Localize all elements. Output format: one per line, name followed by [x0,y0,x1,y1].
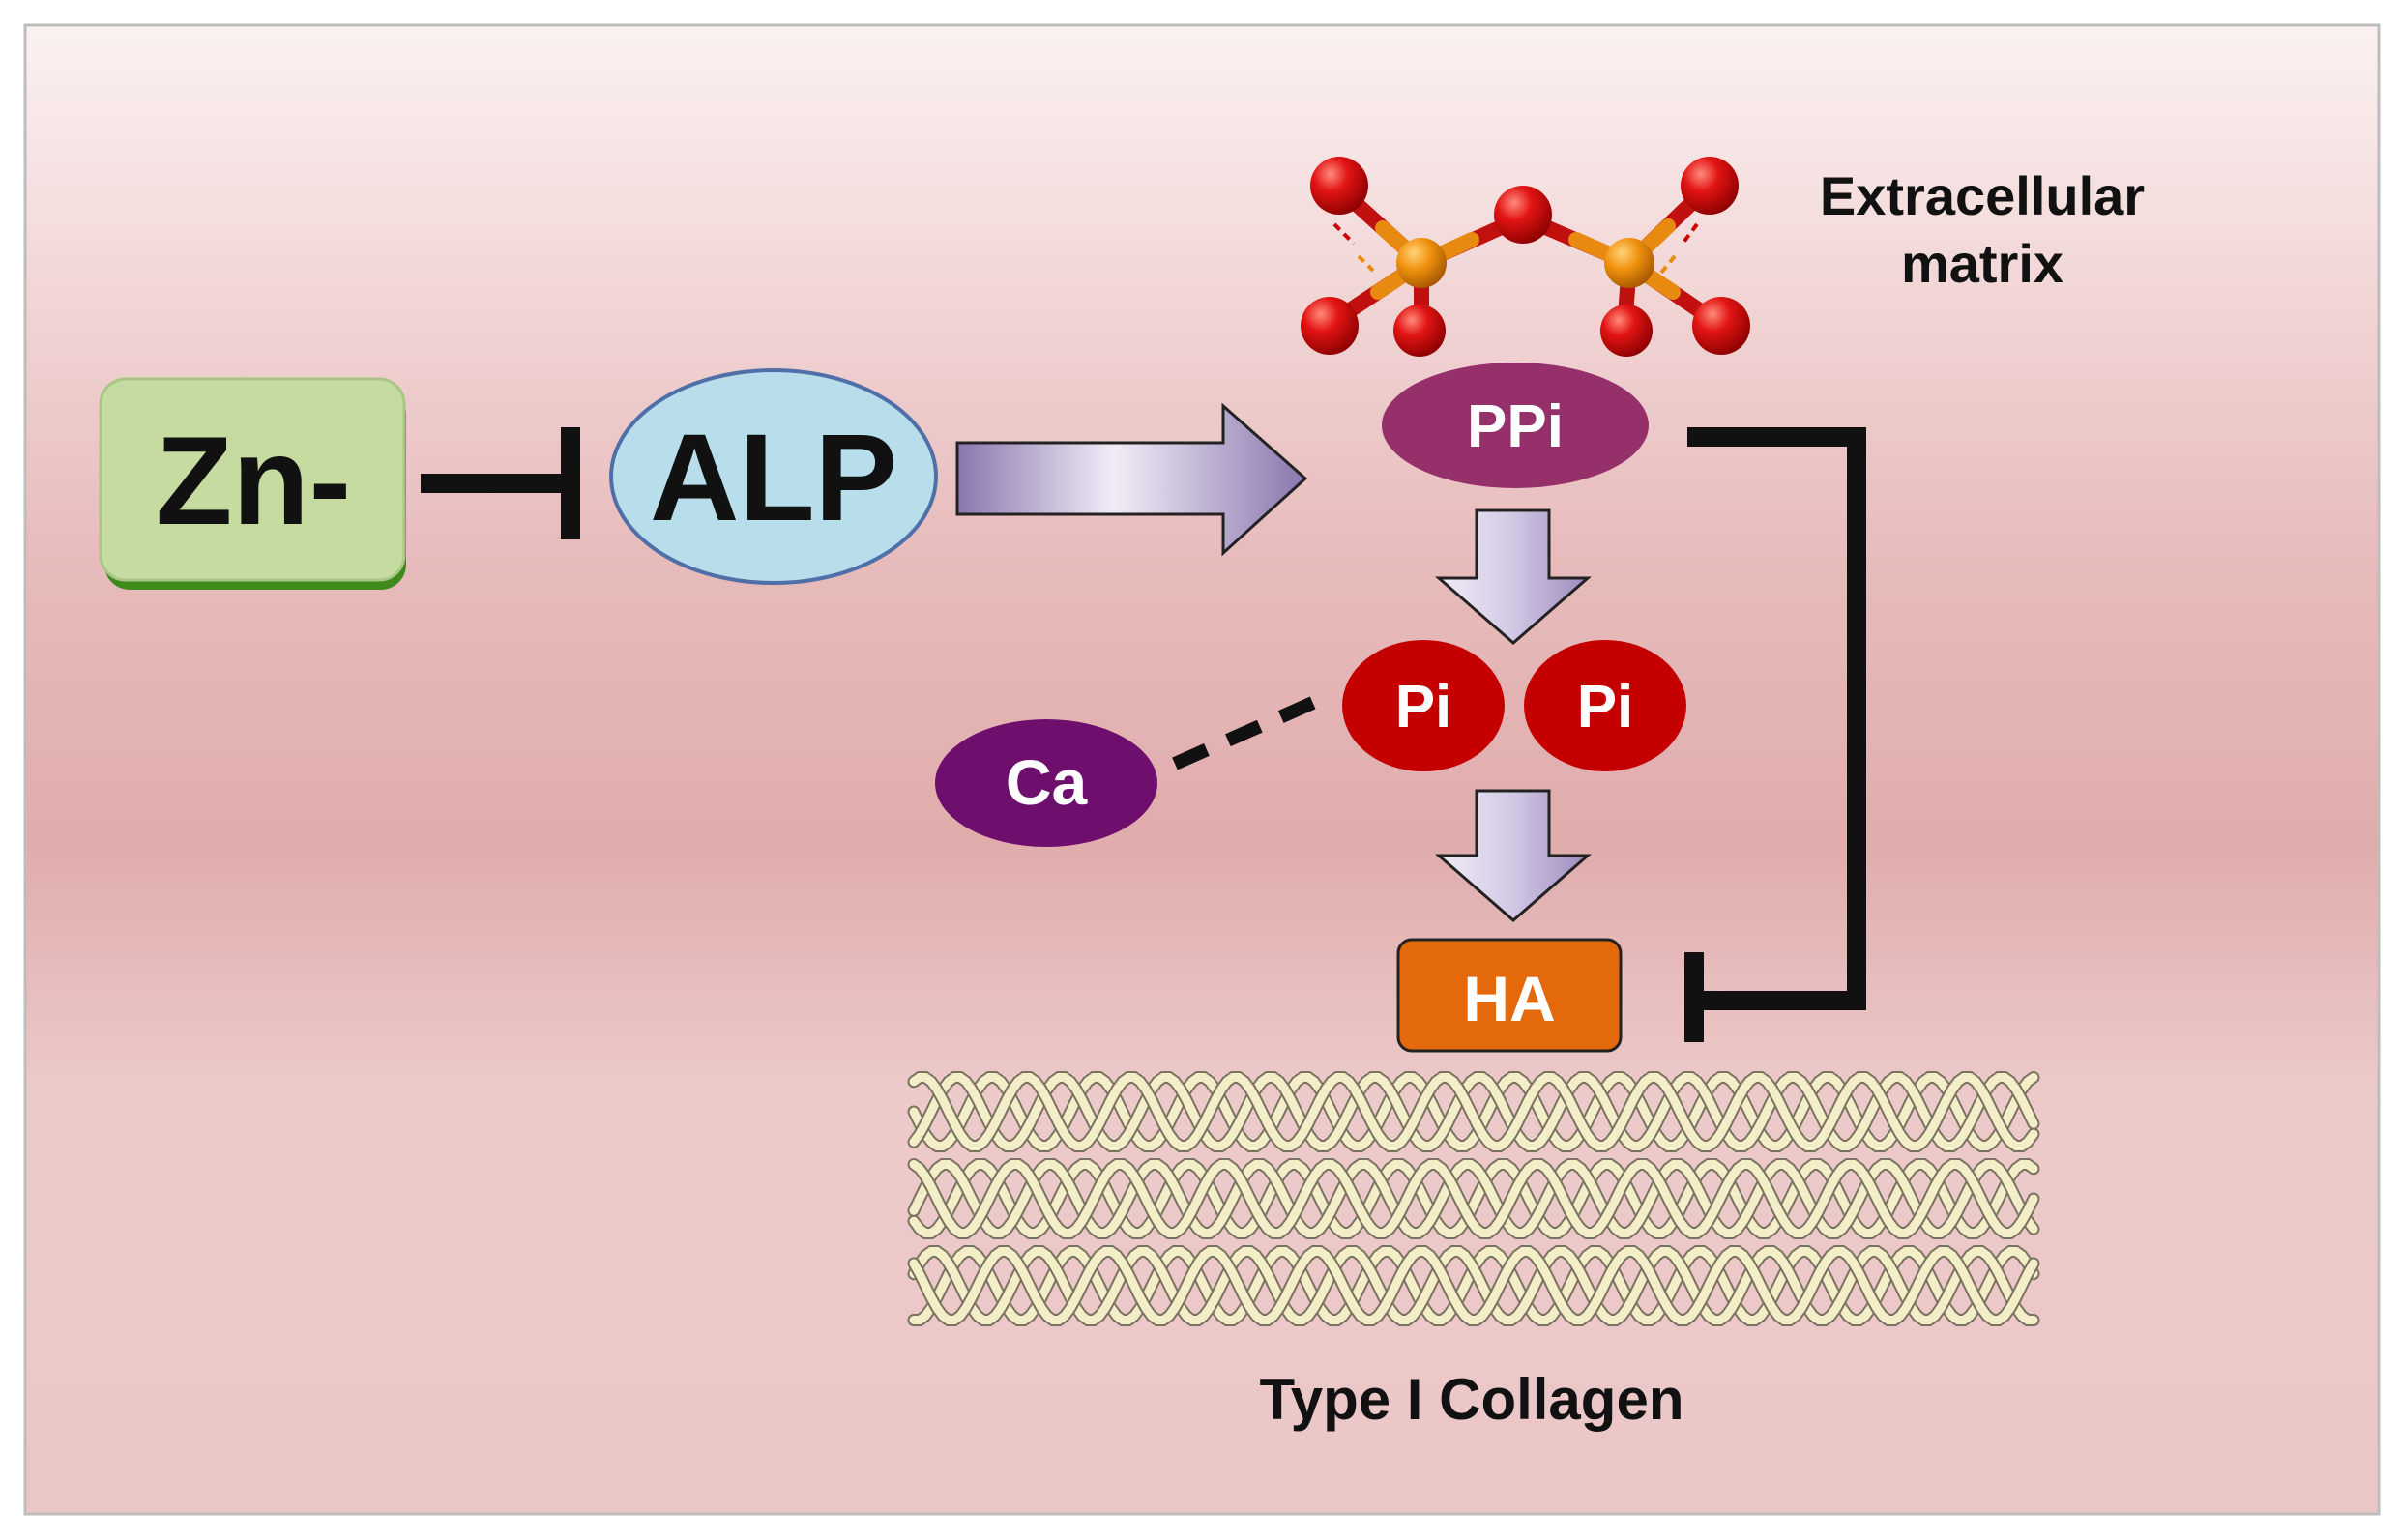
collagen-strand [909,1247,2038,1324]
zn-node: Zn- [99,377,406,590]
ca-pi-dashed-line [1172,694,1320,770]
ca-label: Ca [1006,746,1089,818]
extracellular-matrix-label-line1: Extracellular [1820,165,2145,226]
ppi-to-pi-arrow [1434,508,1593,645]
pi-right-node: Pi [1524,640,1686,771]
pi-left-label: Pi [1395,674,1452,741]
collagen-strand [909,1073,2038,1150]
extracellular-matrix-label-line2: matrix [1901,233,2063,294]
ha-label: HA [1463,963,1555,1034]
ppi-node: PPi [1382,363,1649,488]
pi-left-node: Pi [1342,640,1505,771]
collagen-label: Type I Collagen [1260,1367,1684,1432]
collagen-fibers-icon [907,1071,2040,1326]
alp-label: ALP [650,409,897,547]
collagen-strand [909,1160,2038,1237]
collagen-strand [909,1247,2038,1324]
ppi-label: PPi [1467,393,1564,460]
pi-right-label: Pi [1577,674,1634,741]
alp-node: ALP [609,368,938,585]
ha-node: HA [1396,938,1623,1053]
zn-label: Zn- [156,410,351,551]
pyrophosphate-molecule-icon [1301,157,1750,357]
collagen-strand [909,1073,2038,1150]
collagen-strand [909,1160,2038,1237]
alp-to-ppi-arrow [955,402,1308,557]
ppi-ha-inhibition-line [1684,427,1866,1042]
zn-alp-inhibition-line [421,427,580,539]
pi-to-ha-arrow [1434,789,1593,922]
ca-node: Ca [935,719,1157,847]
